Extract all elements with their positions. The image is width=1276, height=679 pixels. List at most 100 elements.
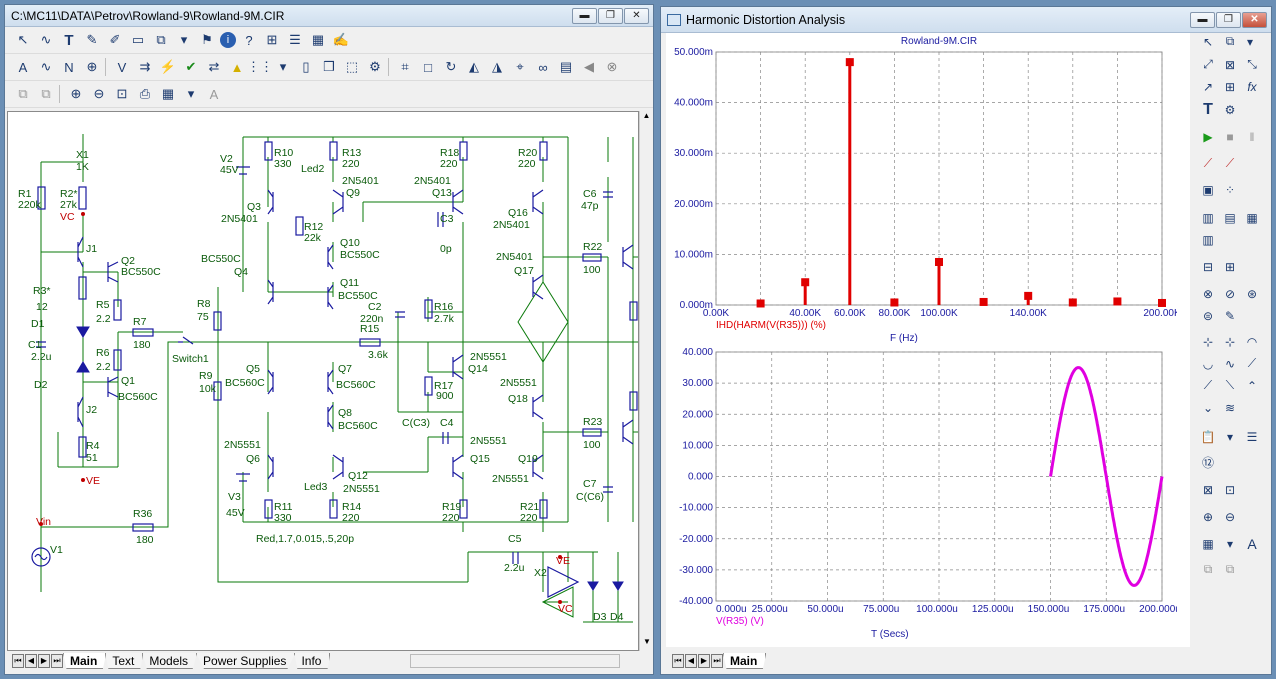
wire-icon[interactable]: ∿ bbox=[40, 32, 52, 47]
prev-tab-icon[interactable]: ◀ bbox=[685, 654, 697, 668]
peak-icon[interactable]: ⊗ bbox=[1202, 286, 1214, 301]
voltage-icon[interactable]: V bbox=[117, 59, 127, 75]
cursor-icon[interactable]: ↗ bbox=[1202, 79, 1214, 94]
copy-icon[interactable]: ⧉ bbox=[1225, 34, 1235, 48]
next-valley-icon[interactable]: ⊹ bbox=[1224, 334, 1236, 349]
print-icon[interactable]: ⎙ bbox=[139, 86, 151, 101]
columns-icon[interactable]: ▥ bbox=[1202, 210, 1214, 225]
ungroup-icon[interactable]: ⧉ bbox=[1225, 562, 1235, 576]
low-icon[interactable]: ◡ bbox=[1202, 356, 1214, 371]
zoom-out-icon[interactable]: ⊖ bbox=[1224, 509, 1236, 524]
bottom-icon[interactable]: ⌄ bbox=[1202, 400, 1214, 415]
notes-icon[interactable]: ▤ bbox=[559, 59, 573, 74]
current-icon[interactable]: ⇉ bbox=[139, 59, 151, 74]
brush-icon[interactable]: ✐ bbox=[109, 32, 121, 47]
rotate-icon[interactable]: ↻ bbox=[445, 59, 457, 74]
pointer-icon[interactable]: ↖ bbox=[17, 32, 29, 47]
zoom-in-icon[interactable]: ⊕ bbox=[1202, 509, 1214, 524]
edit-icon[interactable]: ✎ bbox=[1224, 308, 1236, 323]
chevron-down-icon[interactable]: ▾ bbox=[1246, 34, 1254, 49]
cancel-icon[interactable]: ⊗ bbox=[606, 59, 618, 74]
harmonic-titlebar[interactable]: Harmonic Distortion Analysis ▬ ❐ ✕ bbox=[661, 7, 1271, 33]
ungroup-icon[interactable]: ⧉ bbox=[41, 86, 51, 101]
layout-icon[interactable]: ▦ bbox=[1202, 536, 1214, 551]
function-icon[interactable]: fx bbox=[1247, 79, 1257, 94]
flag-icon[interactable]: ⚑ bbox=[201, 32, 213, 47]
list-icon[interactable]: ☰ bbox=[1246, 429, 1258, 444]
pin-icon[interactable]: ⇄ bbox=[208, 59, 220, 74]
power-icon[interactable]: ⚡ bbox=[159, 59, 177, 74]
select-box-icon[interactable]: ⬚ bbox=[345, 59, 359, 74]
tab-models[interactable]: Models bbox=[142, 653, 198, 669]
chevron-down-icon[interactable]: ▾ bbox=[1226, 429, 1234, 444]
first-tab-icon[interactable]: ⏮ bbox=[672, 654, 684, 668]
tab-text[interactable]: Text bbox=[105, 653, 144, 669]
tab-main[interactable]: Main bbox=[723, 653, 767, 669]
grid-dots-icon[interactable]: ⋮⋮ bbox=[247, 59, 273, 74]
tab-main[interactable]: Main bbox=[63, 653, 107, 669]
fit-icon[interactable]: ⊠ bbox=[1202, 482, 1214, 497]
schematic-titlebar[interactable]: C:\MC11\DATA\Petrov\Rowland-9\Rowland-9M… bbox=[5, 5, 653, 27]
zoom-in-icon[interactable]: ⊕ bbox=[70, 86, 82, 101]
mirror-icon[interactable]: ◭ bbox=[469, 59, 479, 74]
fit-xy-icon[interactable]: ⊡ bbox=[1224, 482, 1236, 497]
chevron-down-icon[interactable]: ▾ bbox=[1226, 536, 1234, 551]
next-tab-icon[interactable]: ▶ bbox=[38, 654, 50, 668]
page-icon[interactable]: ▯ bbox=[302, 59, 310, 74]
region-icon[interactable]: ⌗ bbox=[401, 59, 409, 74]
high-icon[interactable]: ◠ bbox=[1246, 334, 1258, 349]
copy-icon[interactable]: ⧉ bbox=[156, 32, 166, 47]
frame-icon[interactable]: ▣ bbox=[1202, 182, 1214, 197]
zoom-out-icon[interactable]: ⊖ bbox=[93, 86, 105, 101]
run-icon[interactable]: ▶ bbox=[1203, 129, 1213, 144]
text-icon[interactable]: T bbox=[1203, 100, 1213, 118]
grid-view-icon[interactable]: ⊞ bbox=[1224, 79, 1236, 94]
grid-icon[interactable]: ▦ bbox=[311, 32, 325, 47]
restore-button[interactable]: ❐ bbox=[598, 7, 623, 24]
binoculars-icon[interactable]: ∞ bbox=[538, 59, 548, 75]
group-icon[interactable]: ⧉ bbox=[1203, 562, 1213, 576]
autoscale-icon[interactable]: ⤡ bbox=[1247, 57, 1257, 71]
attribute-wave-icon[interactable]: ∿ bbox=[40, 59, 52, 74]
top-icon[interactable]: ⌃ bbox=[1246, 378, 1258, 393]
clipboard-icon[interactable]: 📋 bbox=[1200, 429, 1216, 444]
close-button[interactable]: ✕ bbox=[1242, 11, 1267, 28]
network-icon[interactable]: ⊞ bbox=[266, 32, 278, 47]
blank-box-icon[interactable]: □ bbox=[424, 59, 432, 75]
plot-vertical-scrollbar[interactable] bbox=[1177, 33, 1190, 647]
scale-y-icon[interactable]: ⊠ bbox=[1224, 57, 1236, 72]
check-icon[interactable]: ✔ bbox=[185, 59, 197, 74]
font-icon[interactable]: A bbox=[209, 86, 219, 102]
dots-icon[interactable]: ⁘ bbox=[1224, 182, 1236, 197]
minimize-button[interactable]: ▬ bbox=[572, 7, 597, 24]
font-icon[interactable]: A bbox=[1247, 535, 1257, 552]
tab-power-supplies[interactable]: Power Supplies bbox=[196, 653, 296, 669]
chevron-down-icon[interactable]: ▾ bbox=[279, 59, 287, 74]
numeric-icon[interactable]: ⑫ bbox=[1201, 456, 1214, 470]
scroll-up-icon[interactable]: ▲ bbox=[642, 111, 651, 120]
list-icon[interactable]: ☰ bbox=[289, 32, 301, 47]
help-icon[interactable]: ? bbox=[245, 32, 253, 48]
info-icon[interactable]: i bbox=[220, 32, 236, 48]
node-numbers-icon[interactable]: N bbox=[64, 59, 74, 75]
close-button[interactable]: ✕ bbox=[624, 7, 649, 24]
edit-icon[interactable]: ✍ bbox=[332, 32, 350, 47]
panel-icon[interactable]: ▥ bbox=[1202, 232, 1214, 247]
level-icon[interactable]: ⊜ bbox=[1202, 308, 1214, 323]
global-high-icon[interactable]: ⟋ bbox=[1203, 378, 1213, 392]
warning-icon[interactable]: ▲ bbox=[230, 59, 244, 75]
attribute-text-icon[interactable]: A bbox=[18, 59, 28, 75]
scale-icon[interactable]: ⤢ bbox=[1203, 57, 1213, 71]
slope-icon[interactable]: ⟋ bbox=[1247, 356, 1257, 370]
layout-icon[interactable]: ▦ bbox=[161, 86, 175, 101]
tab-info[interactable]: Info bbox=[294, 653, 331, 669]
zoom-search-icon[interactable]: ⊛ bbox=[1246, 286, 1258, 301]
hsplit-icon[interactable]: ⊟ bbox=[1202, 259, 1214, 274]
properties-icon[interactable]: ⚙ bbox=[369, 59, 381, 74]
group-icon[interactable]: ⧉ bbox=[18, 86, 28, 101]
table-icon[interactable]: ▦ bbox=[1246, 210, 1258, 225]
page-copy-icon[interactable]: ❒ bbox=[323, 59, 335, 74]
last-tab-icon[interactable]: ⏭ bbox=[51, 654, 63, 668]
